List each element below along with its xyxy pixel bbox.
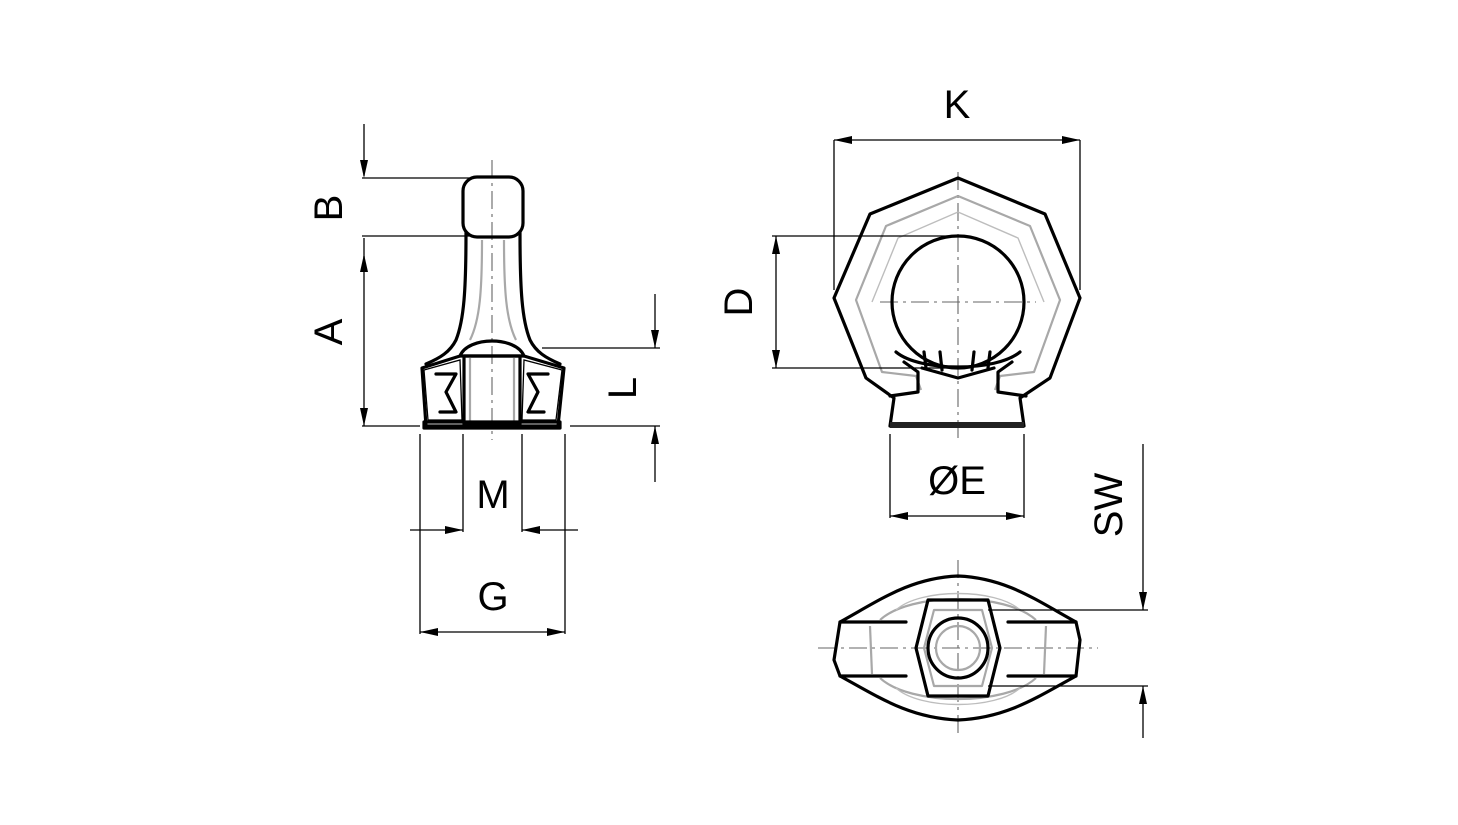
hex-nut — [914, 598, 1002, 698]
threaded-bore — [462, 354, 522, 426]
label-E: ØE — [928, 459, 986, 503]
label-A: A — [307, 318, 351, 345]
dimension-B: B — [307, 124, 472, 258]
thread-hole — [926, 616, 990, 680]
front-view — [832, 172, 1082, 440]
label-M: M — [476, 473, 509, 517]
label-L: L — [601, 377, 645, 399]
ring-cross-section — [461, 175, 525, 239]
dimension-E: ØE — [889, 434, 1025, 520]
dimension-SW: SW — [988, 444, 1148, 738]
label-K: K — [944, 83, 971, 127]
base-body — [420, 354, 566, 428]
dimension-L: L — [542, 294, 660, 482]
label-B: B — [307, 195, 351, 222]
dimension-A: A — [307, 254, 420, 427]
label-SW: SW — [1087, 473, 1131, 538]
eye-neck — [424, 230, 468, 366]
dimension-G: G — [419, 434, 566, 636]
label-D: D — [717, 288, 761, 317]
base-hatched-wall-left — [423, 359, 463, 421]
dimension-M: M — [410, 434, 578, 534]
dimension-K: K — [833, 83, 1081, 290]
dimension-D: D — [717, 235, 958, 369]
side-section-view — [420, 160, 566, 440]
top-view — [818, 560, 1098, 736]
label-G: G — [477, 575, 508, 619]
base-hatched-wall-right — [521, 359, 563, 421]
